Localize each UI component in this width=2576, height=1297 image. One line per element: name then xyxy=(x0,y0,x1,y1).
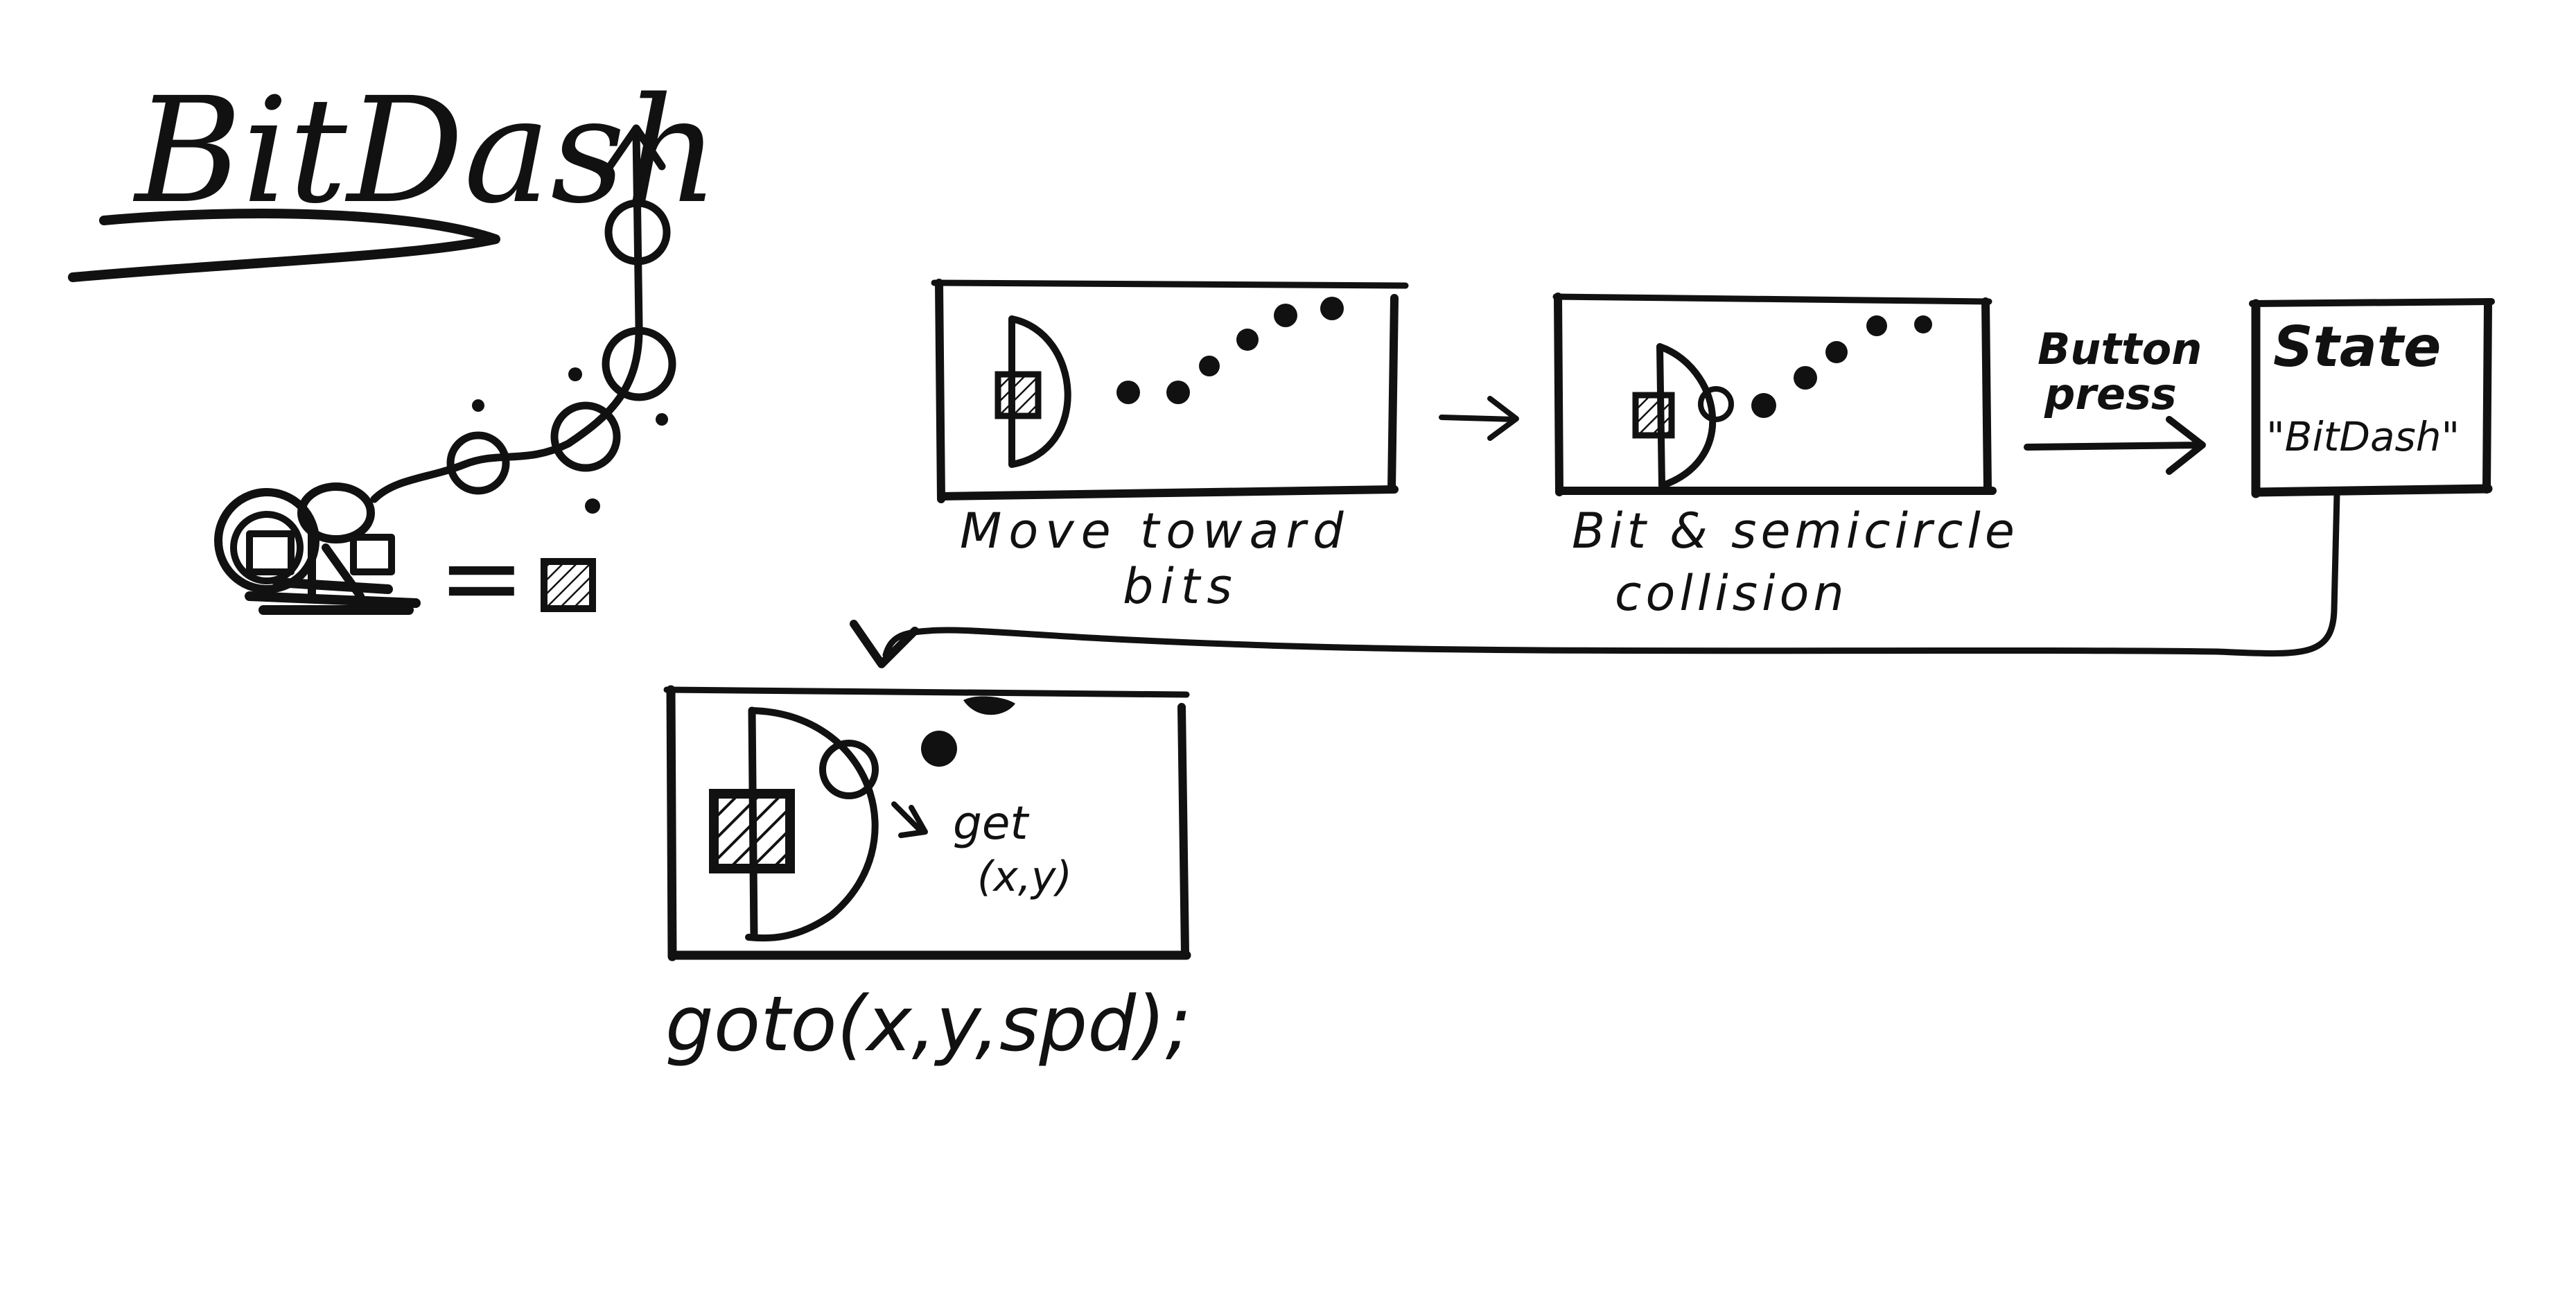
state-value: "BitDash" xyxy=(2266,413,2460,460)
transition-label-line1: Button xyxy=(2038,324,2202,374)
panel2-caption-line1: Bit & semicircle xyxy=(1572,503,2019,559)
goto-caption: goto(x,y,spd); xyxy=(665,980,1191,1068)
legend-bit-square xyxy=(541,558,596,612)
panel2-caption-line2: collision xyxy=(1615,565,1848,622)
connector-state-to-panel3 xyxy=(882,490,2340,659)
trajectory-sketch xyxy=(214,124,676,615)
panel-collision xyxy=(1552,293,1997,496)
panel1-caption-line1: Move toward xyxy=(960,503,1351,559)
panel-goto xyxy=(663,685,1191,961)
annotation-get: get xyxy=(953,797,1030,850)
legend-equals: = xyxy=(438,518,525,638)
transition-label-line2: press xyxy=(2044,369,2177,419)
connector-arrowhead xyxy=(850,620,919,668)
arrow-to-state xyxy=(2024,416,2206,475)
state-label: State xyxy=(2273,315,2441,379)
state-box xyxy=(2249,298,2495,498)
player-scribble xyxy=(214,482,421,615)
panel1-caption-line2: bits xyxy=(1123,558,1239,615)
arrow-panel1-to-panel2 xyxy=(1439,396,1519,441)
annotation-coords: (x,y) xyxy=(977,853,1072,901)
panel-move-toward-bits xyxy=(931,279,1409,503)
title-underline xyxy=(68,209,500,282)
